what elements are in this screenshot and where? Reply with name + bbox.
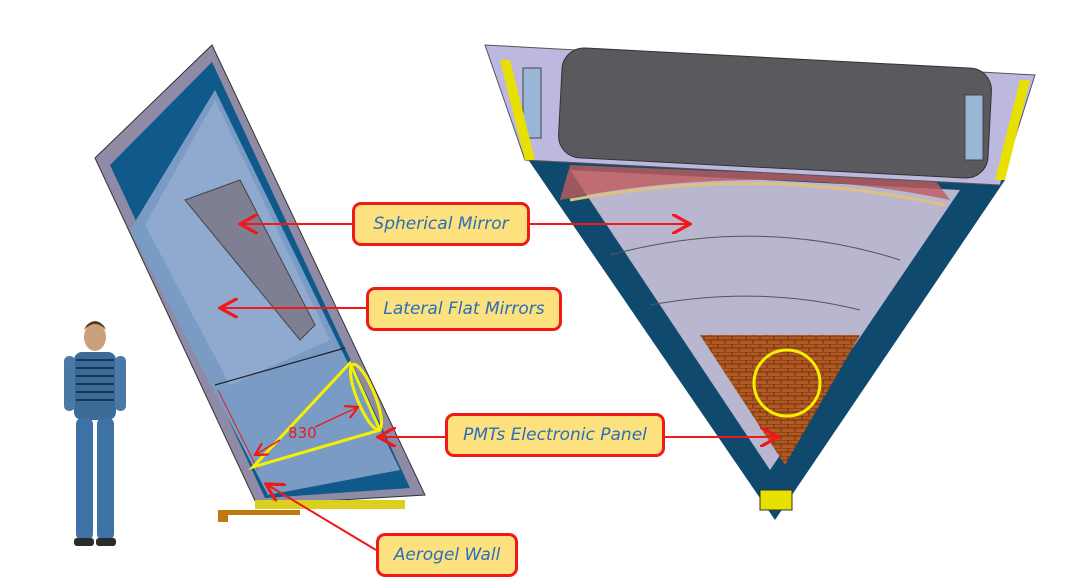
- callout-arrows: [220, 224, 778, 551]
- detector-front-view: [484, 44, 1036, 520]
- human-figure: [64, 321, 126, 546]
- label-spherical-mirror: Spherical Mirror: [352, 202, 530, 246]
- label-pmts-electronic-panel: PMTs Electronic Panel: [445, 413, 665, 457]
- label-lateral-flat-mirrors: Lateral Flat Mirrors: [366, 287, 562, 331]
- detector-side-view: [94, 44, 426, 522]
- dimension-830: 830: [288, 424, 317, 442]
- label-aerogel-wall: Aerogel Wall: [376, 533, 518, 577]
